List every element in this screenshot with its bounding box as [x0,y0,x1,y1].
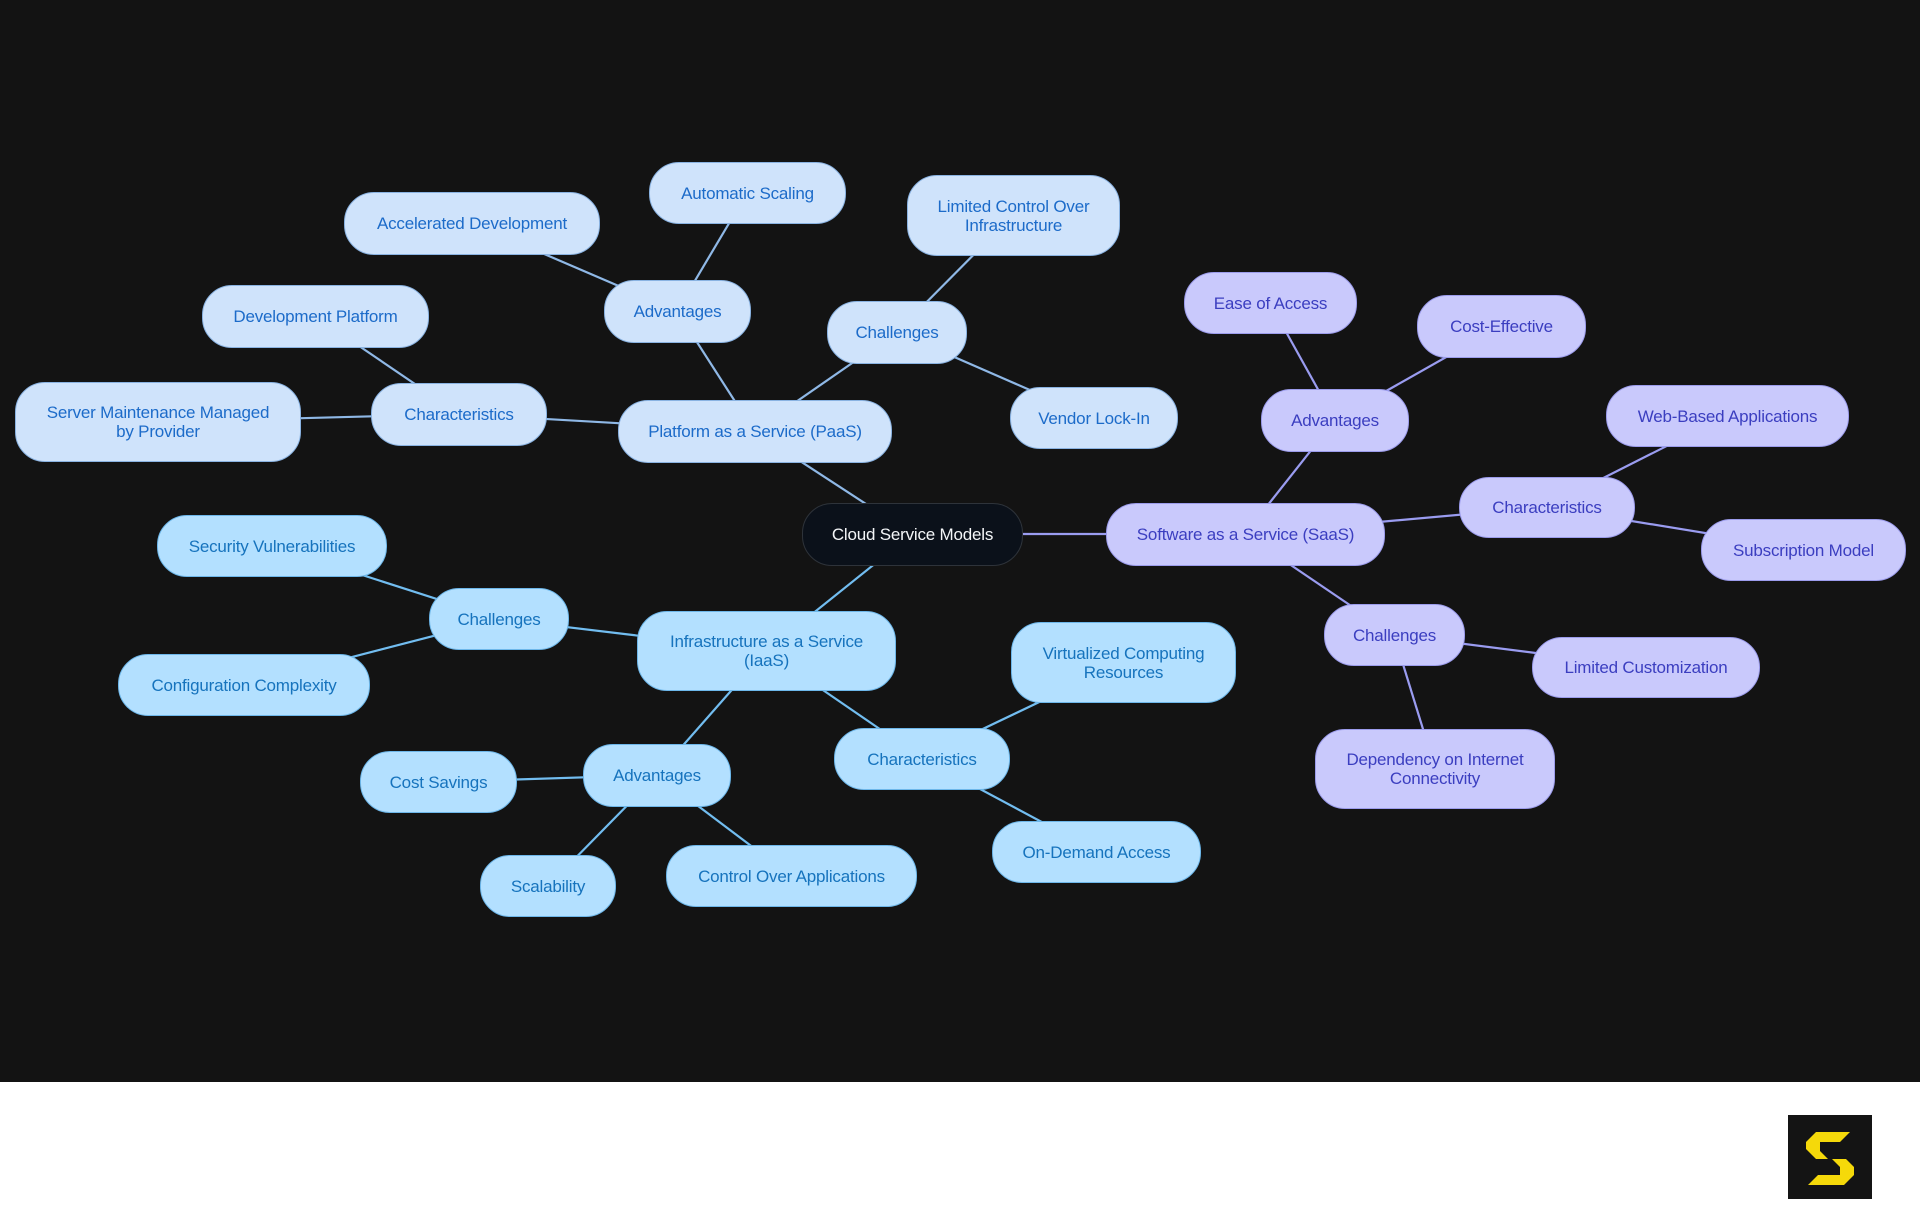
node-iaas-virtualized-computing[interactable]: Virtualized Computing Resources [1011,622,1236,703]
node-paas-limited-control[interactable]: Limited Control Over Infrastructure [907,175,1120,256]
node-paas[interactable]: Platform as a Service (PaaS) [618,400,892,463]
s-logo-icon [1788,1115,1872,1199]
node-paas-server-maintenance[interactable]: Server Maintenance Managed by Provider [15,382,301,462]
node-saas-limited-customization[interactable]: Limited Customization [1532,637,1760,698]
footer [0,1082,1920,1215]
node-iaas-challenges[interactable]: Challenges [429,588,569,650]
node-paas-advantages[interactable]: Advantages [604,280,751,343]
node-iaas-on-demand-access[interactable]: On-Demand Access [992,821,1201,883]
node-saas-subscription-model[interactable]: Subscription Model [1701,519,1906,581]
node-iaas-security-vulnerabilities[interactable]: Security Vulnerabilities [157,515,387,577]
node-saas-challenges[interactable]: Challenges [1324,604,1465,666]
iaas-edges [243,533,1124,887]
node-iaas-scalability[interactable]: Scalability [480,855,616,917]
node-saas-web-based-applications[interactable]: Web-Based Applications [1606,385,1849,447]
node-iaas-advantages[interactable]: Advantages [583,744,731,807]
node-paas-challenges[interactable]: Challenges [827,301,967,364]
node-iaas[interactable]: Infrastructure as a Service (IaaS) [637,611,896,691]
node-paas-automatic-scaling[interactable]: Automatic Scaling [649,162,846,224]
node-saas[interactable]: Software as a Service (SaaS) [1106,503,1385,566]
node-root-cloud-service-models[interactable]: Cloud Service Models [802,503,1023,566]
node-paas-development-platform[interactable]: Development Platform [202,285,429,348]
node-paas-accelerated-development[interactable]: Accelerated Development [344,192,600,255]
node-iaas-control-over-applications[interactable]: Control Over Applications [666,845,917,907]
node-saas-ease-of-access[interactable]: Ease of Access [1184,272,1357,334]
node-iaas-configuration-complexity[interactable]: Configuration Complexity [118,654,370,716]
node-iaas-characteristics[interactable]: Characteristics [834,728,1010,790]
node-saas-dependency-on-internet[interactable]: Dependency on Internet Connectivity [1315,729,1555,809]
node-iaas-cost-savings[interactable]: Cost Savings [360,751,517,813]
node-saas-cost-effective[interactable]: Cost-Effective [1417,295,1586,358]
node-saas-advantages[interactable]: Advantages [1261,389,1409,452]
node-paas-vendor-lock-in[interactable]: Vendor Lock-In [1010,387,1178,449]
mindmap-canvas: Cloud Service Models Platform as a Servi… [0,0,1920,1082]
node-saas-characteristics[interactable]: Characteristics [1459,477,1635,538]
node-paas-characteristics[interactable]: Characteristics [371,383,547,446]
